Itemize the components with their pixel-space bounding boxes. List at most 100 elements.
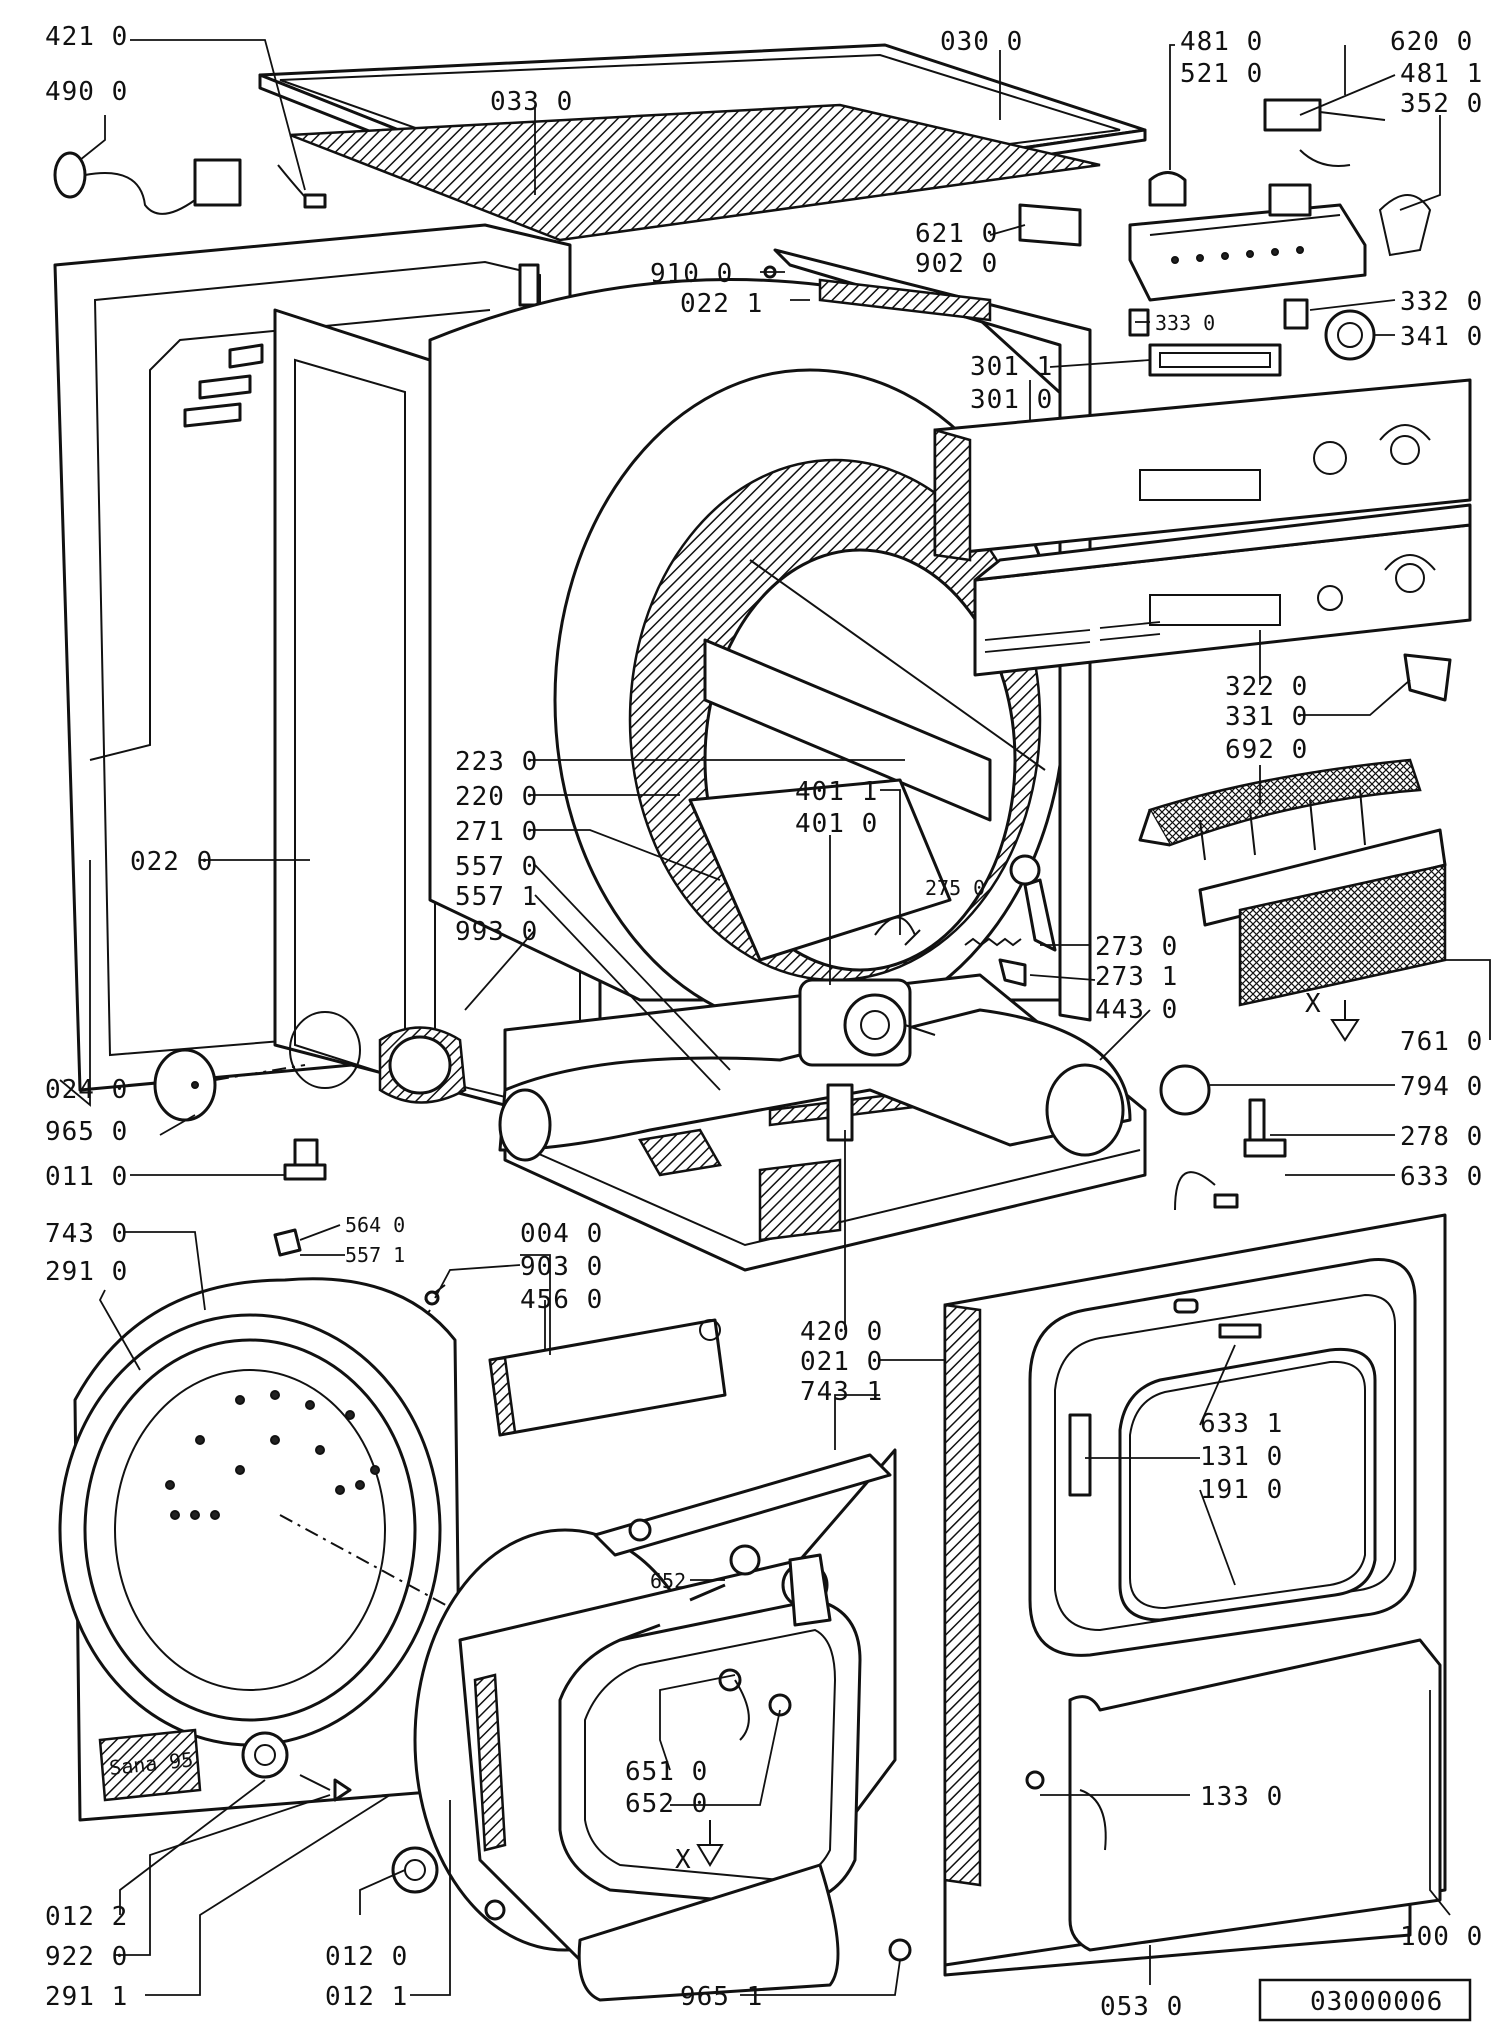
- label-490-0: 490 0: [45, 77, 128, 107]
- lid-insulation-mat: [289, 103, 1101, 242]
- label-223-0: 223 0: [455, 747, 538, 777]
- label-004-0: 004 0: [520, 1219, 603, 1249]
- label-557-0: 557 0: [455, 852, 538, 882]
- label-322-0: 322 0: [1225, 672, 1308, 702]
- label-481-1: 481 1: [1400, 59, 1483, 89]
- label-301-1: 301 1: [970, 352, 1053, 382]
- part-number-labels: 421 0 490 0 030 0 033 0 481 0 521 0 620 …: [45, 22, 1483, 2022]
- label-012-2: 012 2: [45, 1902, 128, 1932]
- control-panel-fascia: [973, 503, 1472, 677]
- sensor-633: [1174, 1171, 1239, 1211]
- label-053-0: 053 0: [1100, 1992, 1183, 2022]
- label-273-1: 273 1: [1095, 962, 1178, 992]
- label-352-0: 352 0: [1400, 89, 1483, 119]
- label-291-1: 291 1: [45, 1982, 128, 2012]
- label-421-0: 421 0: [45, 22, 128, 52]
- label-278-0: 278 0: [1400, 1122, 1483, 1152]
- label-401-0: 401 0: [795, 809, 878, 839]
- leader-lines: [59, 39, 1491, 1996]
- svg-text:X: X: [675, 1845, 692, 1875]
- idler-bracket: [998, 958, 1027, 987]
- fluff-filter: [1138, 758, 1422, 861]
- label-743-1: 743 1: [800, 1377, 883, 1407]
- label-633-1: 633 1: [1200, 1409, 1283, 1439]
- interference-switch: [1018, 203, 1082, 247]
- label-910-0: 910 0: [650, 259, 733, 289]
- label-743-0: 743 0: [45, 1219, 128, 1249]
- label-557-1b: 557 1: [345, 1243, 405, 1267]
- label-131-0: 131 0: [1200, 1442, 1283, 1472]
- label-024-0: 024 0: [45, 1075, 128, 1105]
- door-latch-133: [1025, 1770, 1045, 1790]
- label-012-1: 012 1: [325, 1982, 408, 2012]
- label-275-0: 275 0: [925, 876, 985, 900]
- door-seal-ring: [378, 1026, 467, 1104]
- air-duct: [498, 1008, 1132, 1162]
- label-965-0: 965 0: [45, 1117, 128, 1147]
- label-922-0: 922 0: [45, 1942, 128, 1972]
- label-291-0: 291 0: [45, 1257, 128, 1287]
- label-021-0: 021 0: [800, 1347, 883, 1377]
- view-marker-right: X: [1305, 989, 1360, 1042]
- view-marker-bottom: X: [675, 1820, 724, 1875]
- drawing-number: 03000006: [1310, 1987, 1443, 2017]
- rear-roller: [391, 1846, 506, 1921]
- filter-housing: [1198, 828, 1447, 1007]
- hinge-pin-564: [273, 1228, 302, 1257]
- label-301-0: 301 0: [970, 385, 1053, 415]
- capacitor: [826, 1083, 854, 1142]
- label-331-0: 331 0: [1225, 702, 1308, 732]
- label-903-0: 903 0: [520, 1252, 603, 1282]
- drawing-number-box: 03000006: [1258, 1978, 1472, 2022]
- motor: [798, 978, 936, 1067]
- label-191-0: 191 0: [1200, 1475, 1283, 1505]
- harness-clip: [1148, 171, 1187, 207]
- label-633-0: 633 0: [1400, 1162, 1483, 1192]
- label-332-0: 332 0: [1400, 287, 1483, 317]
- electronic-module: [1128, 183, 1432, 302]
- label-030-0: 030 0: [940, 27, 1023, 57]
- label-333-0: 333 0: [1155, 311, 1215, 335]
- label-273-0: 273 0: [1095, 932, 1178, 962]
- pulley-seal: [1159, 1064, 1211, 1116]
- label-692-0: 692 0: [1225, 735, 1308, 765]
- label-401-1: 401 1: [795, 777, 878, 807]
- label-012-0: 012 0: [325, 1942, 408, 1972]
- knob-341: [1324, 309, 1376, 361]
- label-621-0: 621 0: [915, 219, 998, 249]
- label-652-0: 652 0: [625, 1789, 708, 1819]
- label-651-0: 651 0: [625, 1757, 708, 1787]
- label-456-0: 456 0: [520, 1285, 603, 1315]
- foot-011: [283, 1138, 327, 1181]
- label-341-0: 341 0: [1400, 322, 1483, 352]
- key-strip-301: [1148, 343, 1282, 377]
- relay-switch: [1263, 98, 1386, 167]
- svg-text:X: X: [1305, 989, 1322, 1019]
- knob-331: [1403, 653, 1452, 702]
- label-420-0: 420 0: [800, 1317, 883, 1347]
- label-521-0: 521 0: [1180, 59, 1263, 89]
- label-620-0: 620 0: [1390, 27, 1473, 57]
- label-481-0: 481 0: [1180, 27, 1263, 57]
- label-271-0: 271 0: [455, 817, 538, 847]
- label-100-0: 100 0: [1400, 1922, 1483, 1952]
- heater-element: [488, 1318, 727, 1437]
- label-652-small: 652: [650, 1569, 686, 1593]
- rear-panel: [773, 248, 1092, 1022]
- label-902-0: 902 0: [915, 249, 998, 279]
- label-220-0: 220 0: [455, 782, 538, 812]
- label-794-0: 794 0: [1400, 1072, 1483, 1102]
- cap-965: [153, 1048, 217, 1122]
- label-761-0: 761 0: [1400, 1027, 1483, 1057]
- control-panel: [933, 378, 1472, 562]
- front-bulkhead: [413, 1448, 897, 2002]
- label-133-0: 133 0: [1200, 1782, 1283, 1812]
- label-443-0: 443 0: [1095, 995, 1178, 1025]
- label-564-0: 564 0: [345, 1213, 405, 1237]
- sensor-278: [1243, 1098, 1287, 1158]
- ball-965-1: [888, 1938, 912, 1962]
- power-cord-plug: [53, 151, 242, 215]
- door-panel: [943, 1213, 1447, 1967]
- label-557-1: 557 1: [455, 882, 538, 912]
